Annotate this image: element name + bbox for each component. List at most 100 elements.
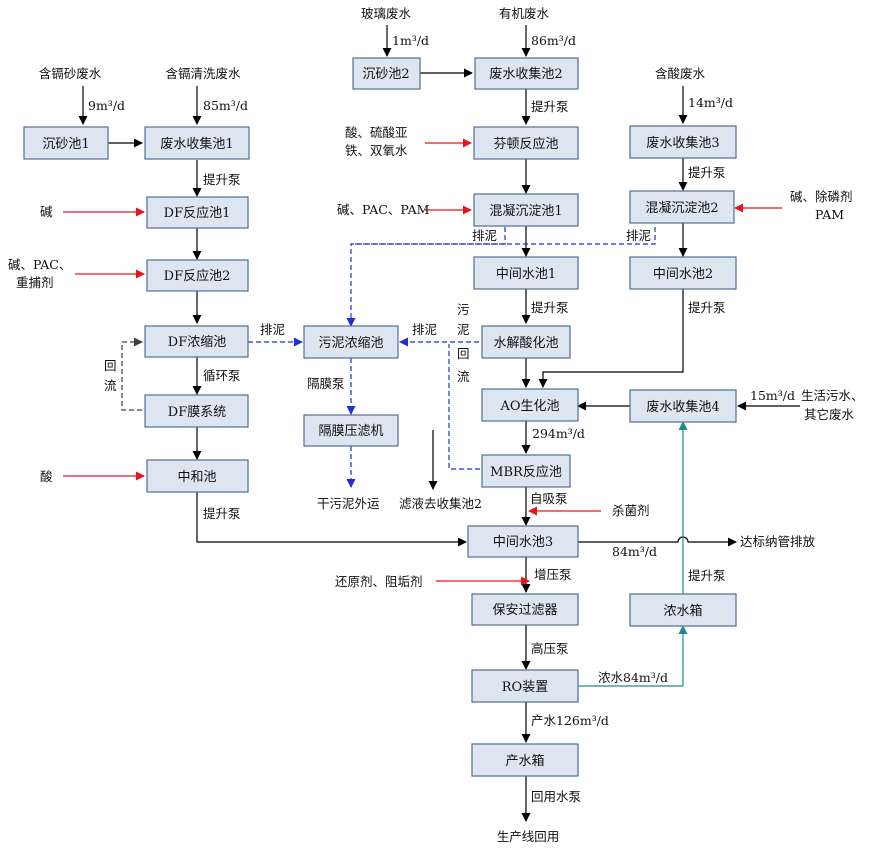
box-df-concentration-tank: DF浓缩池	[144, 325, 249, 358]
label-dephos-line2: PAM	[815, 207, 844, 222]
label-acid-wastewater: 含酸废水	[655, 66, 706, 81]
svg-text:RO装置: RO装置	[502, 680, 548, 695]
label-coag-chem: 碱、PAC、PAM	[337, 202, 430, 217]
svg-text:DF膜系统: DF膜系统	[168, 405, 226, 420]
svg-text:芬顿反应池: 芬顿反应池	[493, 136, 558, 152]
svg-text:污泥浓缩池: 污泥浓缩池	[318, 335, 383, 351]
box-collection-tank-2: 废水收集池2	[474, 57, 579, 90]
svg-text:保安过滤器: 保安过滤器	[492, 603, 557, 618]
svg-text:AO生化池: AO生化池	[499, 399, 559, 414]
box-collection-tank-1: 废水收集池1	[144, 126, 250, 160]
label-high-pressure-pump: 高压泵	[531, 641, 569, 656]
label-self-priming-pump: 自吸泵	[530, 491, 568, 506]
box-security-filter: 保安过滤器	[471, 593, 579, 626]
sludge-lines	[248, 227, 656, 488]
box-membrane-filter-press: 隔膜压滤机	[303, 414, 399, 447]
label-flow-14: 14m³/d	[688, 95, 733, 110]
label-return-1: 回	[104, 358, 117, 373]
label-pump-mid-2: 提升泵	[688, 300, 726, 315]
label-fenton-chem-line2: 铁、双氧水	[345, 143, 408, 158]
box-middle-tank-2: 中间水池2	[629, 256, 737, 290]
box-df-reaction-tank-1: DF反应池1	[146, 196, 249, 229]
label-domestic-line2: 其它废水	[804, 407, 855, 422]
label-acid: 酸	[40, 469, 53, 484]
label-product-water: 产水126m³/d	[531, 713, 609, 728]
svg-text:水解酸化池: 水解酸化池	[493, 336, 558, 351]
svg-text:沉砂池1: 沉砂池1	[42, 137, 89, 152]
box-concentrate-tank: 浓水箱	[629, 593, 737, 627]
svg-text:DF反应池2: DF反应池2	[164, 268, 231, 284]
label-sludge-hydrolysis: 排泥	[412, 322, 437, 337]
label-flow-86: 86m³/d	[531, 33, 576, 48]
label-pump-collect-3: 提升泵	[688, 165, 726, 180]
box-df-membrane-system: DF膜系统	[144, 394, 249, 428]
label-filtrate: 滤液去收集池2	[399, 496, 482, 511]
svg-text:废水收集池4: 废水收集池4	[646, 399, 719, 415]
label-circulation-pump: 循环泵	[203, 368, 241, 383]
label-membrane-pump: 隔膜泵	[307, 376, 345, 391]
box-ro-unit: RO装置	[471, 669, 579, 703]
concentrate-lines	[578, 421, 688, 687]
svg-text:沉砂池2: 沉砂池2	[362, 67, 409, 82]
label-alkali: 碱	[40, 204, 53, 219]
svg-text:中间水池2: 中间水池2	[653, 267, 713, 282]
box-hydrolysis-tank: 水解酸化池	[481, 325, 571, 359]
svg-text:浓水箱: 浓水箱	[663, 603, 702, 619]
box-coagulation-tank-2: 混凝沉淀池2	[629, 190, 735, 224]
label-sludge-return-3: 回	[457, 346, 470, 361]
label-pump-hydrolysis: 提升泵	[531, 300, 569, 315]
box-collection-tank-4: 废水收集池4	[629, 389, 737, 423]
svg-text:废水收集池1: 废水收集池1	[160, 136, 233, 152]
label-alkali-pac-line1: 碱、PAC、	[8, 257, 71, 272]
label-production-reuse: 生产线回用	[497, 829, 560, 844]
box-df-reaction-tank-2: DF反应池2	[146, 259, 249, 292]
label-booster-pump: 增压泵	[534, 567, 572, 582]
box-middle-tank-1: 中间水池1	[473, 256, 579, 290]
label-flow-294: 294m³/d	[532, 426, 585, 441]
label-alkali-pac-line2: 重捕剂	[16, 275, 54, 290]
svg-text:废水收集池3: 废水收集池3	[646, 135, 719, 151]
box-product-water-tank: 产水箱	[471, 743, 579, 777]
label-bactericide: 杀菌剂	[612, 503, 650, 518]
label-sludge-return-4: 流	[457, 369, 470, 384]
box-coagulation-tank-1: 混凝沉淀池1	[473, 193, 579, 227]
box-middle-tank-3: 中间水池3	[467, 525, 579, 558]
svg-text:隔膜压滤机: 隔膜压滤机	[318, 424, 383, 439]
box-neutralization-tank: 中和池	[146, 459, 249, 493]
svg-text:DF反应池1: DF反应池1	[164, 205, 231, 221]
svg-text:MBR反应池: MBR反应池	[490, 464, 562, 480]
label-cd-wash-wastewater: 含镉清洗废水	[165, 66, 241, 81]
box-ao-biochemical-tank: AO生化池	[481, 388, 579, 422]
label-pump-neutral: 提升泵	[203, 506, 241, 521]
svg-text:中和池: 中和池	[177, 470, 216, 485]
svg-text:产水箱: 产水箱	[505, 753, 544, 769]
label-concentrate-water: 浓水84m³/d	[598, 670, 668, 685]
label-dry-sludge: 干污泥外运	[317, 496, 380, 511]
label-pump-collect-2: 提升泵	[531, 99, 569, 114]
svg-text:中间水池3: 中间水池3	[493, 535, 553, 550]
labels: 含镉砂废水 含镉清洗废水 9m³/d 85m³/d 玻璃废水 有机废水 1m³/…	[8, 6, 864, 844]
chemical-dosing-lines	[63, 138, 782, 586]
label-cd-sand-wastewater: 含镉砂废水	[39, 66, 102, 81]
label-sludge-return-2: 泥	[457, 322, 470, 337]
svg-text:DF浓缩池: DF浓缩池	[168, 334, 226, 350]
label-flow-84: 84m³/d	[612, 544, 657, 559]
label-sludge-return-1: 污	[457, 302, 470, 317]
label-discharge: 达标纳管排放	[740, 534, 816, 549]
label-sludge-coag-1: 排泥	[472, 228, 497, 243]
svg-text:混凝沉淀池2: 混凝沉淀池2	[645, 200, 718, 216]
label-domestic-line1: 生活污水、	[801, 388, 864, 403]
label-fenton-chem-line1: 酸、硫酸亚	[345, 125, 408, 140]
label-return-2: 流	[104, 378, 117, 393]
label-reducer-antiscalant: 还原剂、阻垢剂	[335, 574, 423, 589]
label-flow-1: 1m³/d	[392, 33, 429, 48]
label-sludge-coag-2: 排泥	[626, 228, 651, 243]
label-flow-9: 9m³/d	[88, 98, 125, 113]
return-line	[121, 337, 143, 411]
box-sand-tank-2: 沉砂池2	[352, 57, 421, 90]
box-mbr-reactor: MBR反应池	[481, 454, 571, 488]
label-dephos-line1: 碱、除磷剂	[790, 189, 853, 204]
label-organic-wastewater: 有机废水	[499, 6, 550, 21]
label-flow-85: 85m³/d	[203, 98, 248, 113]
